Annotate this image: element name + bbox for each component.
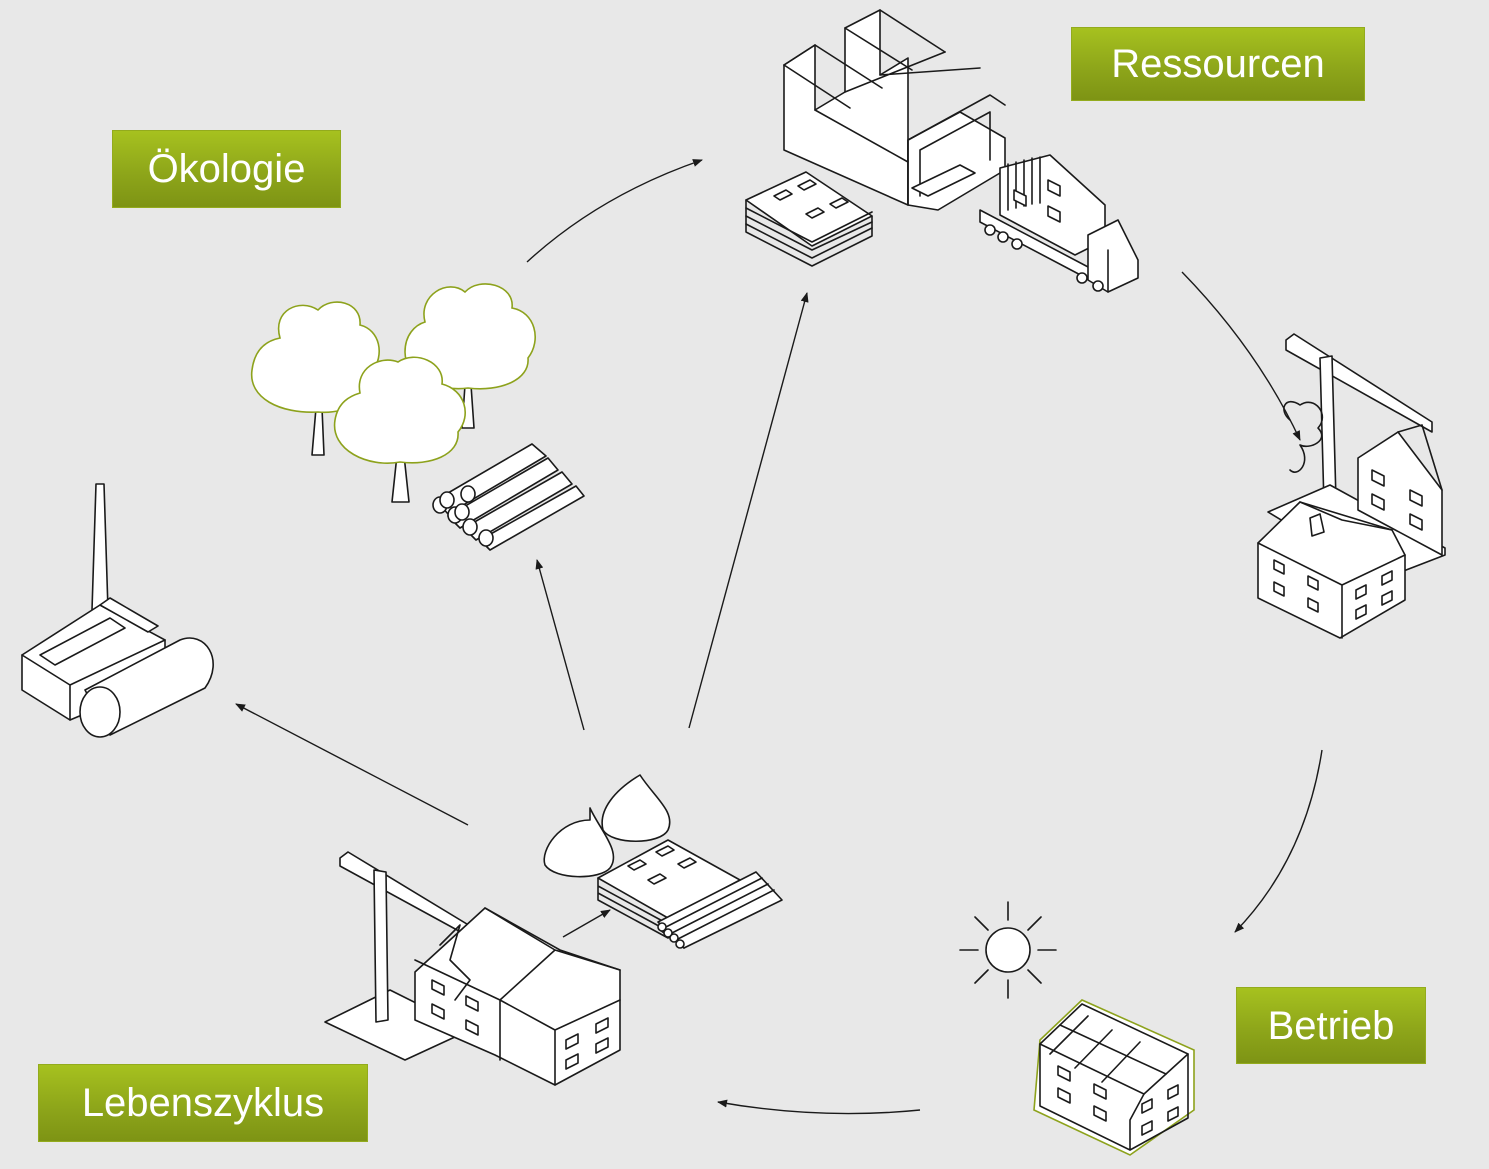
- arrow-recycling-to-forest: [535, 559, 585, 731]
- arrow-recycling-to-powerplant: [235, 703, 469, 826]
- recycled-materials-icon: [543, 774, 783, 949]
- arrow-solar-house-to-demolition: [717, 1099, 921, 1115]
- tree-3: [333, 356, 466, 503]
- tree-group-icon: [250, 283, 536, 503]
- cycle-arrows: [235, 159, 1323, 1115]
- label-betrieb: Betrieb: [1236, 987, 1426, 1064]
- solar-house-icon: [1033, 999, 1195, 1156]
- label-ressourcen: Ressourcen: [1071, 27, 1365, 101]
- arrow-recycling-to-factory: [688, 292, 809, 729]
- truck-icon: [979, 154, 1139, 293]
- arrow-crane-to-solar-house: [1234, 749, 1323, 933]
- power-plant-icon: [21, 483, 214, 738]
- arrow-truck-to-crane: [1181, 271, 1301, 441]
- arrow-demolition-to-materials: [562, 909, 611, 938]
- panel-stack-icon: [745, 171, 873, 267]
- crane-house-icon: [1257, 333, 1446, 639]
- arrow-forest-to-factory: [526, 159, 703, 263]
- label-lebenszyklus: Lebenszyklus: [38, 1064, 368, 1142]
- factory-icon: [783, 9, 1006, 211]
- demolition-house-icon: [324, 851, 621, 1086]
- label-oekologie: Ökologie: [112, 130, 341, 208]
- log-stack-icon: [432, 443, 585, 551]
- sun-icon: [959, 901, 1057, 999]
- tree-2: [404, 283, 536, 429]
